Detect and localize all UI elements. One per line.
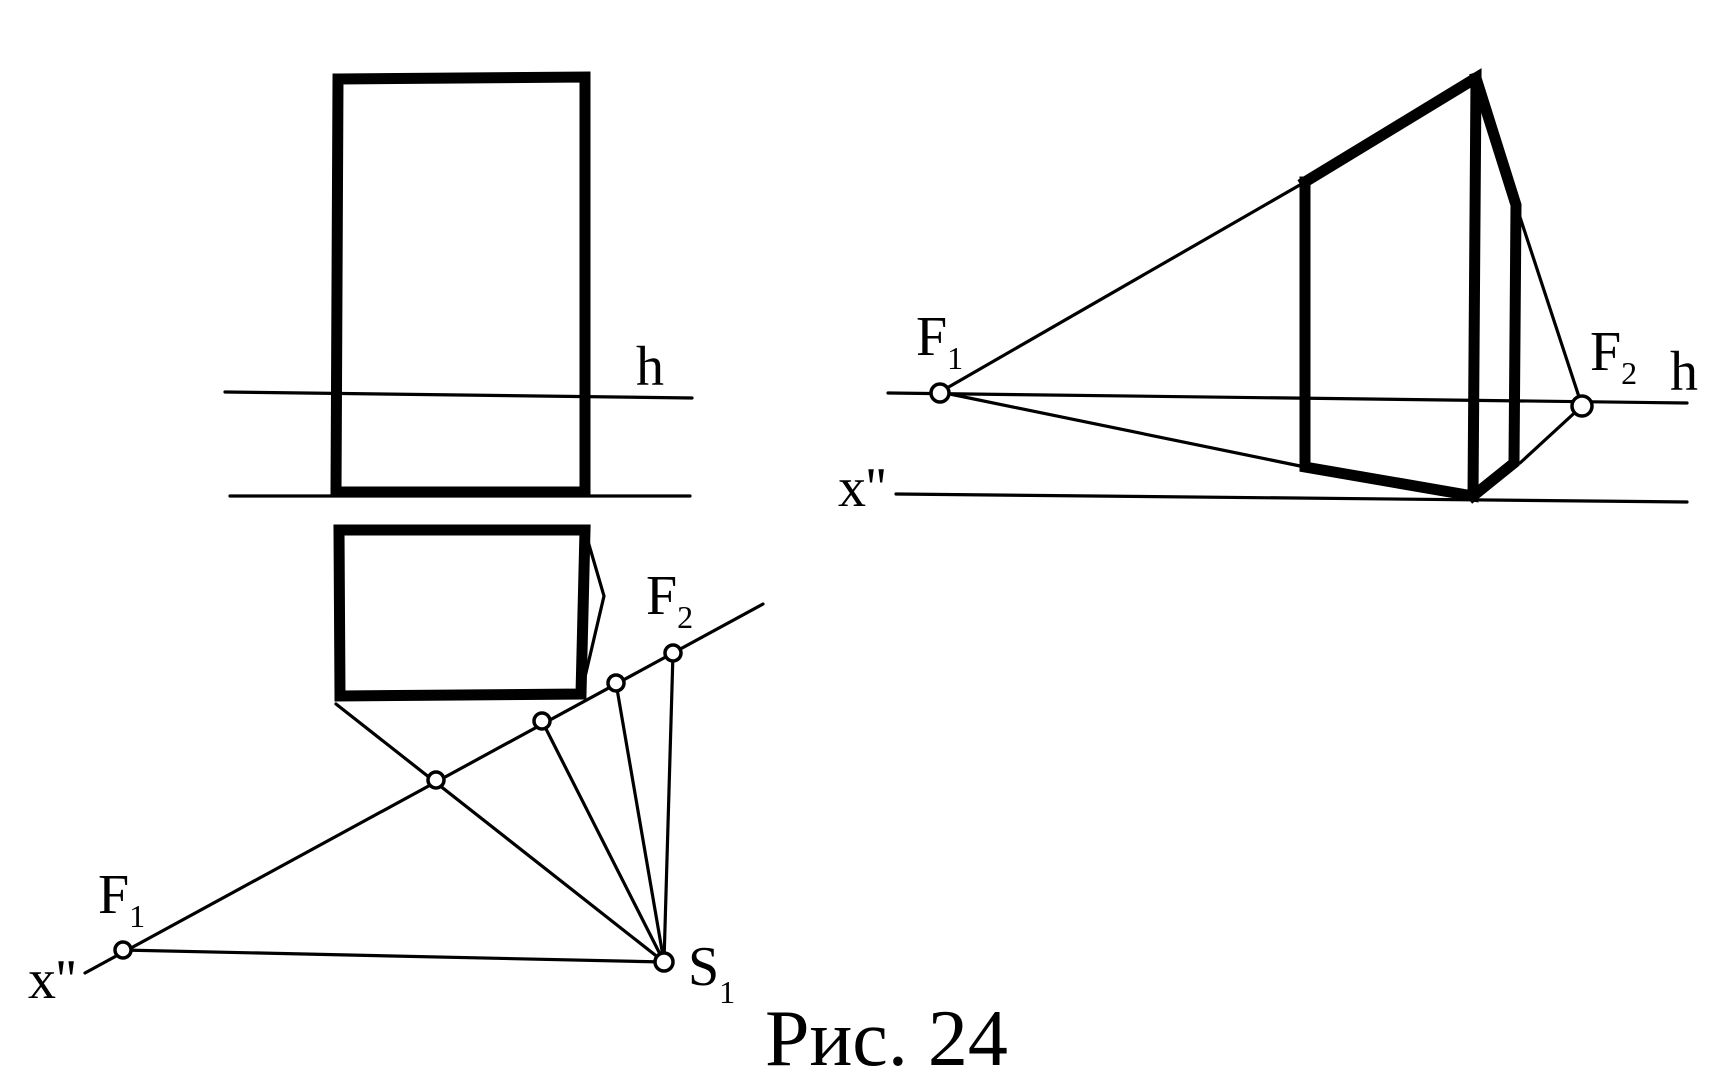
label-f1-left-main: F	[98, 864, 129, 926]
ray-to-point-c	[614, 681, 666, 964]
point-intersection-c	[606, 673, 626, 693]
label-s1-main: S	[688, 936, 719, 998]
ray-to-point-b	[540, 719, 666, 964]
front-view	[223, 71, 694, 498]
point-f1-left	[113, 940, 133, 960]
label-s1: S1	[688, 936, 735, 1010]
label-f1-right: F1	[916, 306, 963, 376]
vanish-ray-f2-top	[1515, 206, 1584, 408]
label-s1-sub: 1	[719, 974, 735, 1010]
ray-f1-s1	[121, 948, 666, 964]
label-h-left: h	[636, 336, 664, 398]
front-rectangle	[330, 71, 591, 498]
prism-side-edge	[579, 529, 606, 696]
label-f2-left: F2	[646, 565, 693, 635]
label-f2-right-sub: 2	[1621, 355, 1637, 391]
vanish-ray-f1-bottom	[938, 390, 1307, 469]
label-f2-left-sub: 2	[677, 599, 693, 635]
point-f2-right	[1570, 394, 1594, 418]
label-f1-left-sub: 1	[129, 898, 145, 934]
label-f1-right-main: F	[916, 306, 947, 368]
horizon-line-right	[886, 391, 1689, 405]
point-intersection-a	[426, 770, 446, 790]
label-f1-left: F1	[98, 864, 145, 934]
figure-caption: Рис. 24	[765, 995, 1008, 1083]
point-intersection-b	[532, 711, 552, 731]
point-s1	[653, 951, 675, 973]
horizon-line-left	[223, 390, 694, 400]
perspective-view	[886, 68, 1689, 504]
plan-rectangle	[333, 524, 591, 702]
point-f1-right	[929, 382, 951, 404]
picture-plane-trace	[83, 602, 765, 975]
label-x-right: x''	[838, 457, 886, 519]
ray-corner-a	[334, 702, 666, 964]
ground-line-right	[894, 492, 1689, 504]
label-f2-right: F2	[1590, 321, 1637, 391]
label-f2-left-main: F	[646, 565, 677, 627]
label-h-right: h	[1670, 341, 1698, 403]
label-f1-right-sub: 1	[947, 340, 963, 376]
label-f2-right-main: F	[1590, 321, 1621, 383]
prism-left-face	[1297, 68, 1482, 503]
prism-right-face	[1465, 71, 1522, 504]
vanish-ray-f1-top	[938, 180, 1307, 394]
vanish-ray-f2-bottom	[1518, 404, 1584, 465]
label-x-left: x''	[28, 949, 76, 1011]
point-f2-left	[663, 643, 683, 663]
plan-view	[83, 524, 765, 975]
ray-to-f2	[662, 651, 675, 964]
